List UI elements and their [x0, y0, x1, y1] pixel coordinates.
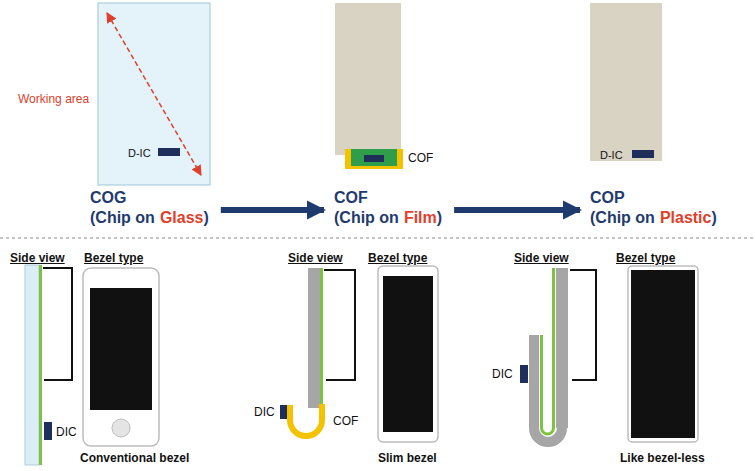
- green-layer: [320, 268, 323, 408]
- driver-ic: [520, 365, 528, 383]
- film-label: COF: [408, 151, 433, 165]
- chip-label: DIC: [254, 405, 275, 419]
- chip-label: DIC: [56, 425, 77, 439]
- panel-side: [308, 268, 320, 408]
- section-heading: Bezel type: [84, 251, 143, 265]
- bezel-caption: Conventional bezel: [80, 451, 189, 465]
- caption-block: COF (Chip on Film): [330, 186, 446, 230]
- separator: [0, 238, 755, 239]
- display-panel: [335, 3, 401, 155]
- section-heading: Side view: [514, 251, 569, 265]
- driver-ic: [158, 148, 180, 156]
- caption-subtitle: ): [711, 209, 716, 226]
- plastic-bend: [534, 335, 562, 442]
- panel-side: [556, 268, 568, 428]
- section-heading: Bezel type: [368, 251, 427, 265]
- flex-line: [324, 270, 355, 380]
- bezel-caption: Slim bezel: [378, 451, 437, 465]
- flex-line: [570, 270, 596, 380]
- caption-subtitle: (Chip on: [334, 209, 399, 226]
- chip-label: D-IC: [128, 146, 151, 160]
- caption-block: COP (Chip on Plastic): [586, 186, 721, 230]
- caption-subtitle: (Chip on: [90, 209, 155, 226]
- caption-subtitle: Glass: [160, 209, 204, 226]
- driver-ic: [364, 155, 384, 162]
- bezel-caption: Like bezel-less: [620, 451, 705, 465]
- flex-line: [43, 268, 72, 380]
- caption-subtitle: ): [203, 209, 208, 226]
- film-label: COF: [333, 414, 358, 428]
- section-heading: Bezel type: [616, 251, 675, 265]
- section-heading: Side view: [10, 251, 65, 265]
- phone-screen: [90, 288, 152, 410]
- phone-screen: [383, 276, 433, 432]
- plastic-panel: [590, 3, 662, 161]
- caption-title: COG: [90, 189, 126, 206]
- caption-title: COP: [590, 189, 625, 206]
- driver-ic: [44, 422, 52, 440]
- cof-film-bent: [290, 404, 322, 436]
- flow-arrow: [221, 207, 324, 213]
- glass-side: [25, 265, 39, 465]
- green-layer: [39, 265, 42, 465]
- caption-subtitle: Film: [404, 209, 437, 226]
- phone-body: [83, 268, 159, 446]
- working-area-arrow: [107, 13, 201, 175]
- home-button: [112, 419, 130, 437]
- caption-subtitle: Plastic: [660, 209, 712, 226]
- phone-body: [378, 266, 438, 442]
- green-layer: [542, 268, 554, 434]
- cof-film: [345, 149, 403, 169]
- area-label: Working area: [18, 92, 89, 106]
- caption-block: COG (Chip on Glass): [86, 186, 213, 230]
- caption-subtitle: ): [437, 209, 442, 226]
- cof-film-inner: [351, 149, 397, 166]
- phone-screen: [631, 270, 695, 438]
- section-heading: Side view: [288, 251, 343, 265]
- driver-ic: [632, 150, 654, 158]
- caption-title: COF: [334, 189, 368, 206]
- chip-label: D-IC: [600, 148, 623, 162]
- phone-body: [628, 266, 698, 442]
- chip-label: DIC: [492, 367, 513, 381]
- caption-subtitle: (Chip on: [590, 209, 655, 226]
- glass-panel: [98, 3, 210, 185]
- driver-ic: [280, 405, 287, 419]
- flow-arrow: [454, 207, 580, 213]
